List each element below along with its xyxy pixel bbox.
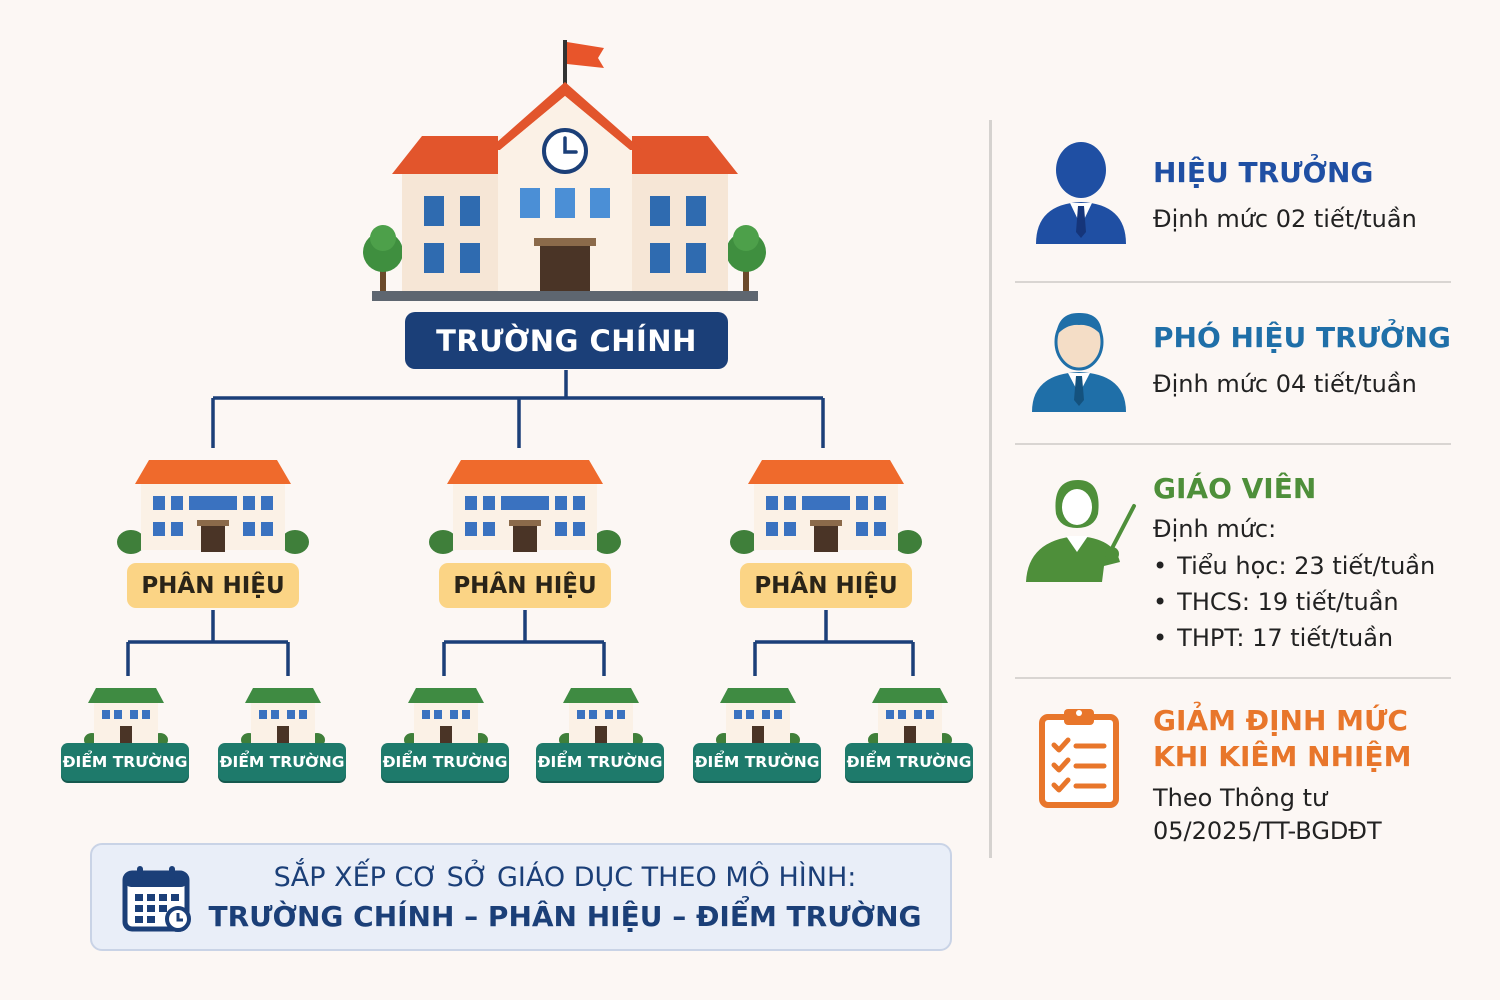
reduction-source-line-1: Theo Thông tư — [1153, 784, 1328, 812]
section-divider — [1015, 443, 1451, 445]
main-school-label: TRƯỜNG CHÍNH — [405, 312, 728, 369]
checklist-icon — [1039, 709, 1119, 808]
vice-principal-title: PHÓ HIỆU TRƯỞNG — [1153, 321, 1451, 354]
reduction-source-line-2: 05/2025/TT-BGDĐT — [1153, 817, 1382, 845]
site-building-icon — [716, 688, 800, 746]
site-label: ĐIỂM TRƯỜNG — [536, 743, 664, 781]
site-label: ĐIỂM TRƯỜNG — [218, 743, 346, 781]
reduction-title-line-2: KHI KIÊM NHIỆM — [1153, 740, 1412, 773]
section-divider — [1015, 281, 1451, 283]
reduction-title-line-1: GIẢM ĐỊNH MỨC — [1153, 704, 1408, 737]
site-building-icon — [868, 688, 952, 746]
vertical-divider — [989, 120, 992, 858]
branch-building-icon — [429, 460, 621, 554]
section-divider — [1015, 677, 1451, 679]
site-building-icon — [559, 688, 643, 746]
branch-label: PHÂN HIỆU — [740, 563, 912, 608]
list-item: Tiểu học: 23 tiết/tuần — [1153, 548, 1435, 584]
list-item: THCS: 19 tiết/tuần — [1153, 584, 1435, 620]
teacher-icon — [1026, 480, 1136, 582]
vice-principal-icon — [1032, 312, 1126, 412]
model-banner — [90, 843, 952, 951]
site-label: ĐIỂM TRƯỜNG — [845, 743, 973, 781]
teacher-title: GIÁO VIÊN — [1153, 472, 1317, 505]
teacher-quota-label: Định mức: — [1153, 515, 1277, 543]
banner-line-1: SẮP XẾP CƠ SỞ GIÁO DỤC THEO MÔ HÌNH: — [273, 862, 857, 893]
main-school-building-icon — [363, 40, 766, 301]
branch-building-icon — [117, 460, 309, 554]
branch-label: PHÂN HIỆU — [439, 563, 611, 608]
calendar-icon — [122, 866, 191, 932]
principal-quota: Định mức 02 tiết/tuần — [1153, 205, 1417, 233]
site-label: ĐIỂM TRƯỜNG — [693, 743, 821, 781]
site-building-icon — [241, 688, 325, 746]
principal-title: HIỆU TRƯỞNG — [1153, 156, 1374, 189]
branch-label: PHÂN HIỆU — [127, 563, 299, 608]
branch-building-icon — [730, 460, 922, 554]
site-building-icon — [404, 688, 488, 746]
vice-principal-quota: Định mức 04 tiết/tuần — [1153, 370, 1417, 398]
site-label: ĐIỂM TRƯỜNG — [381, 743, 509, 781]
principal-icon — [1036, 142, 1126, 244]
banner-line-2: TRƯỜNG CHÍNH – PHÂN HIỆU – ĐIỂM TRƯỜNG — [208, 900, 922, 933]
site-label: ĐIỂM TRƯỜNG — [61, 743, 189, 781]
site-building-icon — [84, 688, 168, 746]
list-item: THPT: 17 tiết/tuần — [1153, 620, 1435, 656]
teacher-quota-list: Tiểu học: 23 tiết/tuần THCS: 19 tiết/tuầ… — [1153, 548, 1435, 656]
